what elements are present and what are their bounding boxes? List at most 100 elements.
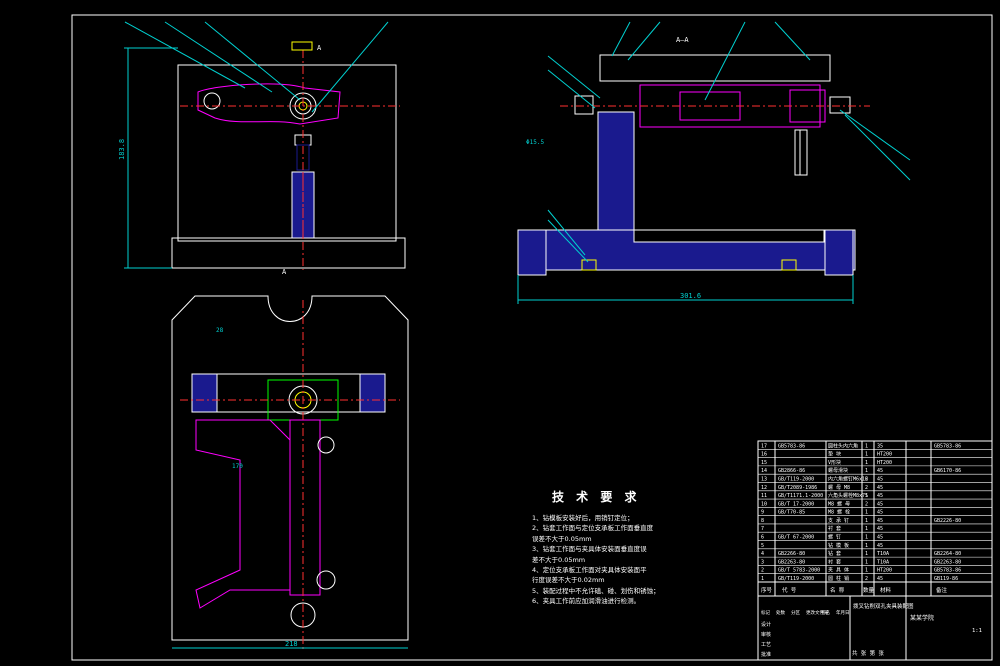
bom-cell: 45 (877, 518, 883, 524)
bom-cell: 六角头螺栓M8x75 (828, 492, 868, 499)
bom-cell: 螺母滑块 (828, 467, 848, 474)
bom-cell: 支 承 钉 (828, 517, 849, 524)
bom-cell: GB/T 5783-2000 (778, 568, 820, 574)
bom-header-cell: 序号 (761, 586, 773, 594)
dim-front-height: 183.8 (118, 139, 126, 160)
bom-cell: HT200 (877, 460, 892, 466)
bom-cell: 10 (761, 501, 767, 507)
dim-side-width: 301.6 (680, 292, 701, 300)
title-row-label: 年月日 (836, 609, 850, 616)
bom-cell: 1 (865, 468, 868, 474)
bom-header-cell: 代 号 (782, 586, 797, 594)
bom-cell: 45 (877, 485, 883, 491)
title-row-label: 标记 (761, 609, 770, 616)
bom-cell: 衬 套 (828, 525, 841, 532)
bom-cell: 1 (865, 543, 868, 549)
title-row-label: 分区 (791, 609, 800, 616)
tech-req-item: 差不大于0.05mm (532, 555, 586, 564)
bom-cell: 1 (865, 559, 868, 565)
bom-cell: 2 (865, 485, 868, 491)
drawing-title: 拨叉钻削双孔夹具装配图 (853, 602, 914, 610)
bom-cell: 内六角螺钉M6x16 (828, 475, 868, 482)
bom-cell: 7 (761, 526, 764, 532)
bom-cell: T10A (877, 551, 889, 557)
bom-cell: 4 (761, 551, 764, 557)
tech-req-item: 2、钻套工作面与定位支承板工作面垂直度 (532, 524, 654, 533)
drawing-frame (71, 14, 993, 661)
bom-cell: GB/T70-85 (778, 510, 805, 516)
title-role-label: 批准 (761, 651, 771, 658)
bom-cell: 钻 套 (828, 550, 841, 557)
bom-header-cell: 材料 (880, 586, 892, 594)
bom-cell: 螺 母 M8 (828, 484, 850, 491)
bom-cell: 1 (865, 452, 868, 458)
bom-cell: GB2264-80 (934, 551, 961, 557)
section-label: A—A (676, 36, 689, 44)
tech-req-item: 1、钻模板安装好后，用销钉定位； (532, 514, 634, 522)
bom-cell: HT200 (877, 568, 892, 574)
bom-cell: GB2263-80 (778, 559, 805, 565)
bom-cell: 垫 块 (828, 451, 841, 458)
bom-cell: 9 (761, 510, 764, 516)
bom-cell: 2 (865, 501, 868, 507)
bom-cell: 35 (877, 443, 883, 449)
dim-mid-small: 170 (232, 463, 243, 470)
bom-cell: 45 (877, 535, 883, 541)
title-block: 拨叉钻削双孔夹具装配图某某学院1:1共 张 第 张标记处数分区更改文件号签名年月… (761, 602, 982, 658)
bom-cell: 45 (877, 576, 883, 582)
bom-cell: GB5783-86 (778, 443, 805, 449)
bom-cell: GB6170-86 (934, 468, 961, 474)
bom-cell: 螺 钉 (828, 534, 841, 541)
bom-cell: GB2226-80 (934, 518, 961, 524)
tech-req-title: 技 术 要 求 (552, 490, 641, 504)
bom-cell: 45 (877, 468, 883, 474)
bom-cell: 1 (761, 576, 764, 582)
bom-cell: 45 (877, 501, 883, 507)
bom-cell: T10A (877, 559, 889, 565)
bom-cell: GB2263-80 (934, 559, 961, 565)
tech-req-item: 4、定位支承板工作面对夹具体安装面平 (532, 566, 647, 575)
dim-left-small: 28 (216, 327, 224, 334)
scale-value: 1:1 (972, 628, 982, 634)
bom-cell: 8 (761, 518, 764, 524)
bom-cell: HT200 (877, 452, 892, 458)
bom-cell: GB5783-86 (934, 568, 961, 574)
bom-cell: 夹 具 体 (828, 567, 849, 574)
bom-cell: 1 (865, 518, 868, 524)
tech-req-list: 1、钻模板安装好后，用销钉定位；2、钻套工作面与定位支承板工作面垂直度误差不大于… (532, 513, 702, 607)
section-view: A—A 301.6 Φ15.5 (517, 21, 911, 304)
bom-cell: 15 (761, 460, 767, 466)
bom-cell: 1 (865, 460, 868, 466)
bom-cell: 1 (865, 493, 868, 499)
bom-cell: 16 (761, 452, 767, 458)
bom-cell: 6 (761, 535, 764, 541)
bom-cell: GB5783-86 (934, 443, 961, 449)
bom-cell: 衬 套 (828, 558, 841, 565)
bom-cell: GB/T 17-2000 (778, 501, 814, 507)
view-mark-bottom: A (282, 268, 287, 276)
bom-cell: 圆 柱 销 (828, 575, 849, 582)
bom-cell: 1 (865, 510, 868, 516)
title-row-label: 处数 (776, 609, 785, 616)
bom-cell: 5 (761, 543, 764, 549)
bom-cell: 45 (877, 476, 883, 482)
bom-cell: 钻 模 板 (828, 542, 849, 549)
bom-cell: 45 (877, 526, 883, 532)
bom-cell: 1 (865, 535, 868, 541)
front-view: 183.8 A A (118, 21, 406, 276)
bom-cell: 1 (865, 551, 868, 557)
bom-cell: 45 (877, 493, 883, 499)
bom-header-cell: 数量 (863, 586, 875, 594)
bom-cell: 1 (865, 443, 868, 449)
bom-cell: GB/T2089-1986 (778, 485, 817, 491)
bom-cell: 11 (761, 493, 767, 499)
bom-cell: 2 (865, 576, 868, 582)
bom-header-cell: 备注 (936, 586, 948, 594)
bom-cell: 2 (865, 476, 868, 482)
title-role-label: 工艺 (761, 642, 771, 648)
view-mark-top: A (317, 44, 322, 52)
dim-side-left: Φ15.5 (526, 139, 544, 146)
bom-cell: V形块 (828, 459, 841, 466)
